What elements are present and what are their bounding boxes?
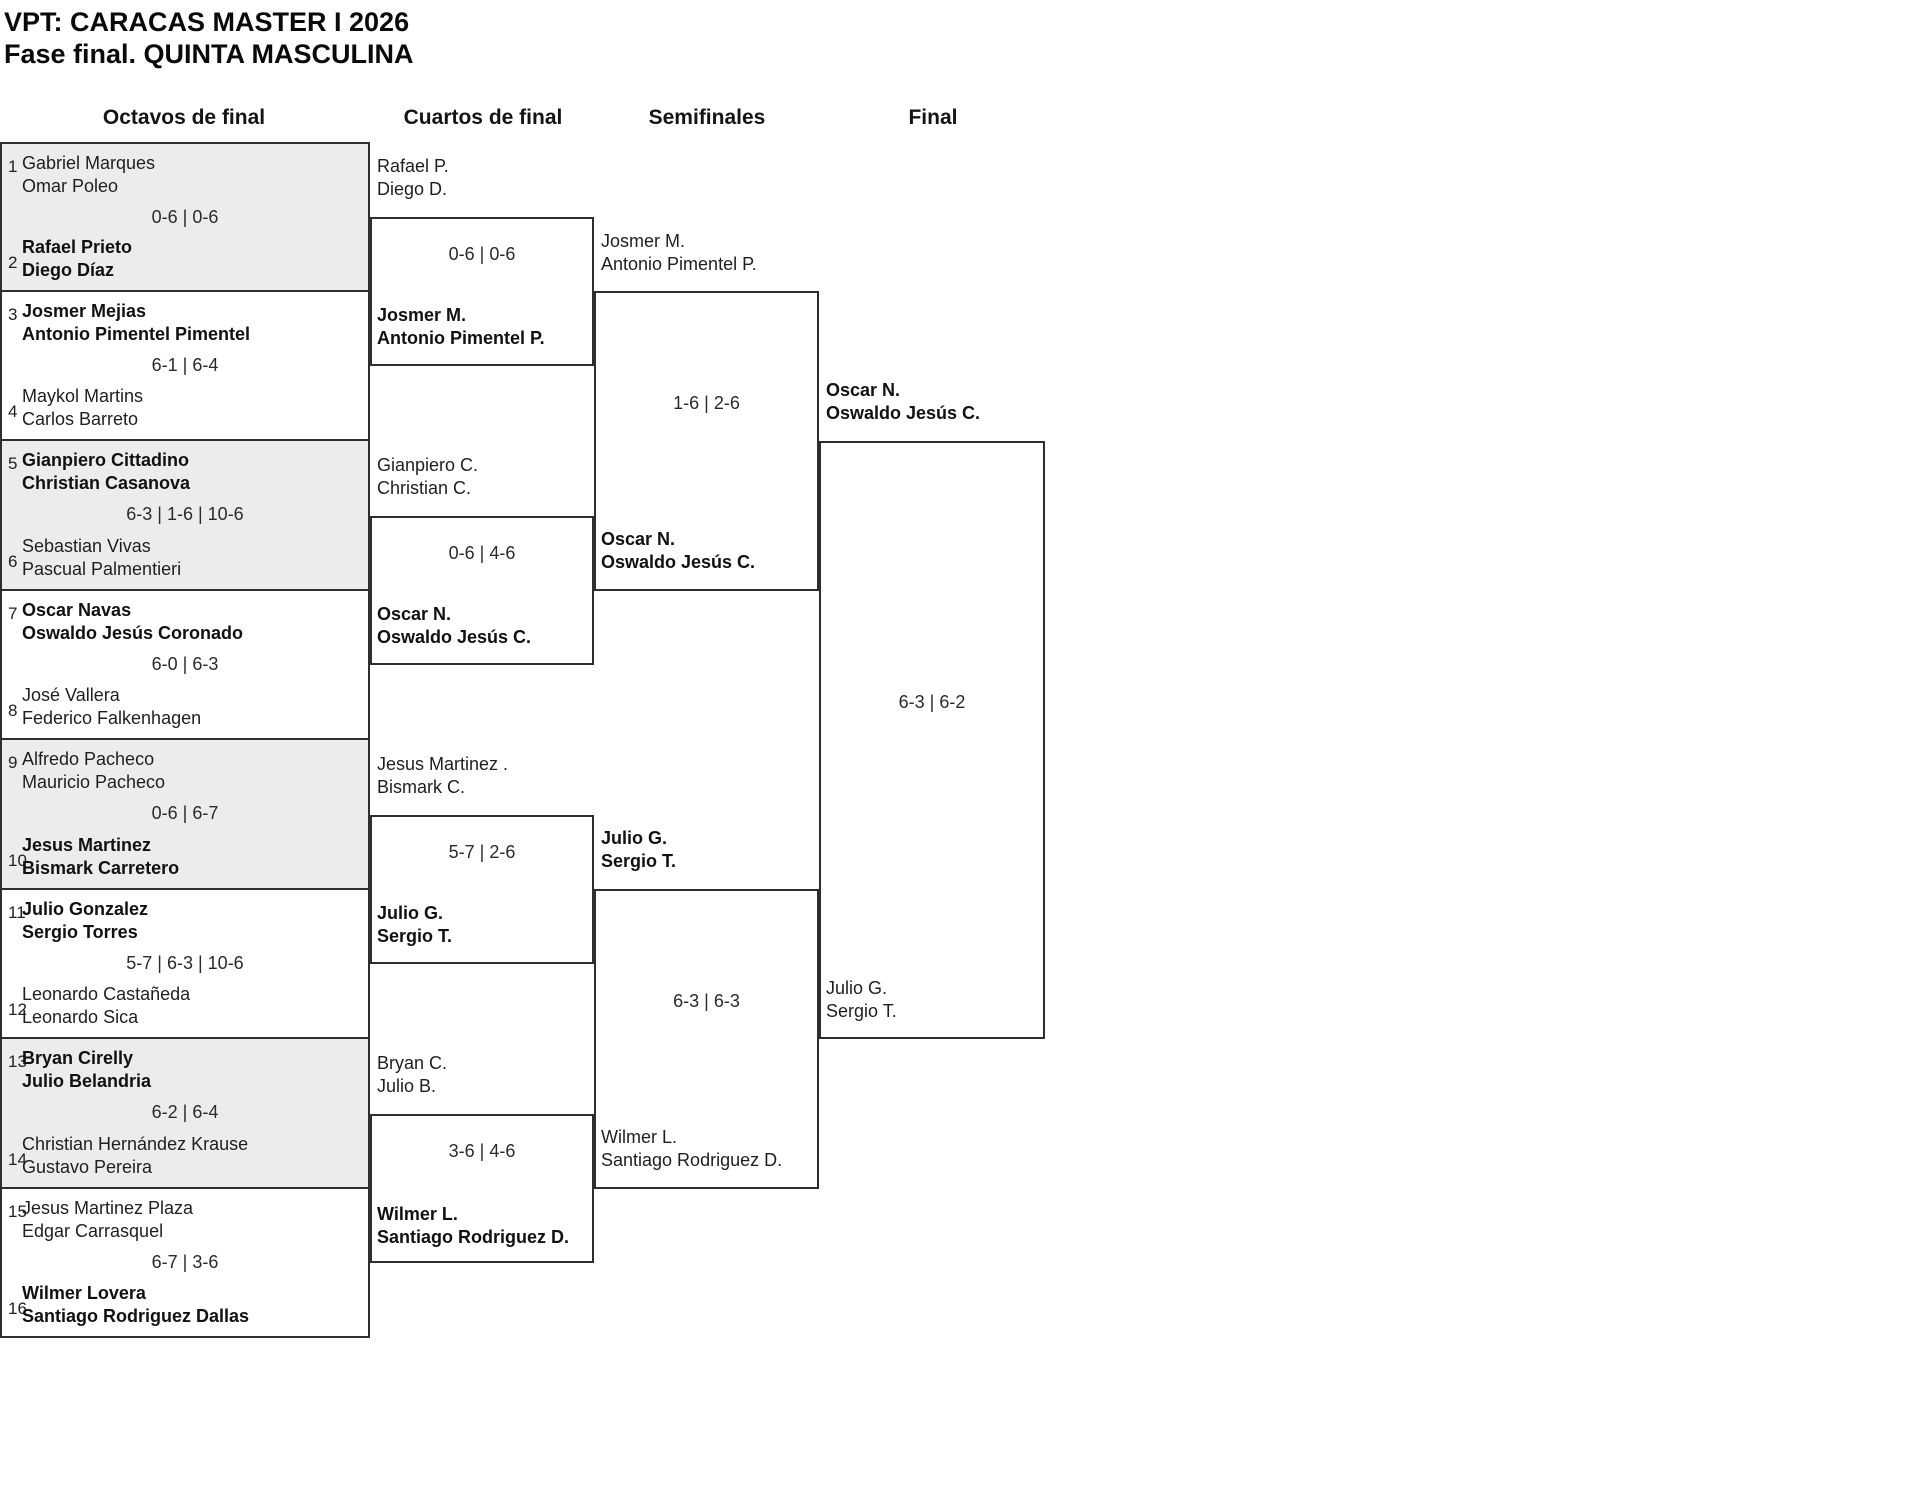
seed-number: 6 (8, 551, 18, 571)
round-header-cuartos: Cuartos de final (403, 106, 563, 129)
participant-label: Josmer M.Antonio Pimentel P. (377, 305, 545, 348)
participant-label: Oscar N.Oswaldo Jesús C. (601, 529, 756, 572)
seed-number: 12 (8, 1000, 27, 1019)
match-score: 6-1 | 6-4 (151, 354, 219, 375)
match-box-cuartos-2 (370, 516, 594, 665)
match-score: 1-6 | 2-6 (673, 393, 740, 413)
seed-number: 13 (8, 1052, 27, 1071)
participant-label: Josmer M.Antonio Pimentel P. (601, 231, 757, 274)
match-box-cuartos-1 (370, 217, 594, 366)
participant-label: Bryan C.Julio B. (377, 1053, 448, 1096)
seed-number: 8 (8, 701, 18, 720)
match-box-cuartos-3 (370, 815, 594, 964)
participant-label: Julio G.Sergio T. (826, 978, 897, 1021)
match-box-semifinal-1 (594, 291, 819, 591)
match-score: 6-0 | 6-3 (151, 653, 219, 674)
seed-number: 14 (8, 1149, 27, 1169)
match-score: 6-3 | 6-2 (898, 692, 966, 712)
seed-number: 9 (8, 753, 18, 772)
match-score: 6-2 | 6-4 (151, 1102, 219, 1122)
seed-number: 3 (8, 304, 18, 324)
phase-title: Fase final. QUINTA MASCULINA (4, 39, 414, 69)
participant-label: Gianpiero C.Christian C. (377, 455, 479, 498)
match-score: 0-6 | 0-6 (448, 244, 516, 264)
match-score: 0-6 | 6-7 (151, 803, 219, 823)
participant-label: Oscar N.Oswaldo Jesús C. (826, 380, 981, 423)
match-score: 6-7 | 3-6 (151, 1251, 219, 1272)
match-box-semifinal-2 (594, 889, 819, 1189)
participant-label: Julio G.Sergio T. (377, 903, 453, 946)
seed-number: 4 (8, 402, 18, 421)
match-box-final (819, 441, 1045, 1039)
match-score: 6-3 | 6-3 (673, 991, 740, 1011)
participant-label: Oscar N.Oswaldo Jesús C. (377, 604, 532, 647)
round-header-octavos: Octavos de final (102, 106, 266, 129)
round-header-semifinales: Semifinales (648, 106, 766, 129)
participant-label: Wilmer L.Santiago Rodriguez D. (601, 1127, 783, 1170)
participant-label: Rafael P.Diego D. (377, 156, 449, 199)
match-score: 5-7 | 6-3 | 10-6 (126, 952, 244, 973)
participant-label: Wilmer L.Santiago Rodriguez D. (377, 1204, 570, 1247)
seed-number: 2 (8, 252, 18, 272)
match-score: 3-6 | 4-6 (448, 1141, 516, 1161)
round-header-final: Final (908, 106, 958, 129)
match-score: 0-6 | 4-6 (448, 543, 516, 563)
match-score: 6-3 | 1-6 | 10-6 (126, 504, 244, 524)
seed-number: 16 (8, 1299, 27, 1318)
seed-number: 7 (8, 603, 18, 623)
match-box-cuartos-4 (370, 1114, 594, 1263)
participant-label: Jesus Martinez .Bismark C. (377, 754, 509, 797)
match-score: 0-6 | 0-6 (151, 207, 219, 227)
seed-number: 5 (8, 454, 18, 473)
title-block: VPT: CARACAS MASTER I 2026 Fase final. Q… (4, 6, 414, 70)
seed-number: 11 (8, 902, 26, 922)
seed-number: 10 (8, 850, 27, 870)
seed-number: 1 (8, 157, 18, 176)
match-score: 5-7 | 2-6 (448, 842, 516, 862)
tournament-title: VPT: CARACAS MASTER I 2026 (4, 7, 410, 37)
participant-label: Julio G.Sergio T. (601, 828, 677, 871)
seed-number: 15 (8, 1201, 27, 1221)
